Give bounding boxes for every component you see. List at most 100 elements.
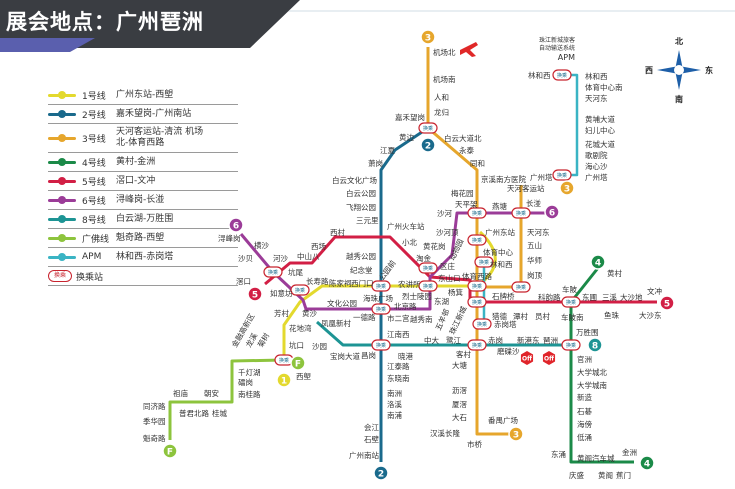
station-label[interactable]: 祖庙	[173, 388, 188, 398]
station-label[interactable]: 海心沙	[585, 161, 608, 171]
station-label[interactable]: 市二宫	[387, 313, 410, 323]
station-label[interactable]: 磨碟沙	[497, 346, 520, 356]
station-label[interactable]: 广州塔	[530, 172, 553, 182]
station-label[interactable]: 石牌桥	[492, 291, 515, 301]
station-label[interactable]: 黄村	[607, 268, 622, 278]
station-label[interactable]: 白云文化广场	[332, 175, 377, 185]
station-label[interactable]: 龙归	[434, 107, 449, 117]
station-label[interactable]: 朝安	[204, 388, 219, 398]
transfer-station-icon[interactable]	[467, 296, 487, 308]
station-label[interactable]: 体育中心	[483, 247, 513, 257]
station-label[interactable]: 燕塘	[492, 201, 507, 211]
station-label[interactable]: 大沙东	[639, 310, 662, 320]
station-label[interactable]: 长湴	[526, 198, 541, 208]
station-label[interactable]: 萧岗	[368, 158, 383, 168]
station-label[interactable]: 广州东站	[485, 227, 515, 237]
transfer-station-icon[interactable]	[290, 284, 310, 296]
transfer-station-icon[interactable]	[418, 122, 438, 134]
station-label[interactable]: 北京路	[394, 301, 417, 311]
station-label[interactable]: 西门口	[351, 279, 374, 288]
station-label[interactable]: 蕉门	[616, 470, 631, 480]
station-label[interactable]: 人和	[434, 93, 449, 102]
station-label[interactable]: 区庄	[440, 261, 455, 271]
station-label[interactable]: 石碁	[577, 406, 592, 416]
station-label[interactable]: 机场南	[433, 74, 456, 84]
station-label[interactable]: 新造	[577, 392, 592, 402]
transfer-station-icon[interactable]	[467, 207, 487, 219]
station-label[interactable]: 礌岗	[238, 378, 253, 387]
station-label[interactable]: 庆盛	[569, 470, 584, 480]
station-label[interactable]: 滘口	[236, 277, 251, 286]
transfer-station-icon[interactable]	[511, 207, 531, 219]
station-label[interactable]: 江南西	[387, 329, 410, 339]
station-label[interactable]: 河沙	[273, 254, 288, 263]
station-label[interactable]: 大沙地	[620, 292, 643, 302]
station-label[interactable]: 沥滘	[452, 386, 467, 395]
station-label[interactable]: 文化公园	[327, 298, 357, 308]
station-label[interactable]: 赤岗塔	[494, 319, 517, 329]
station-label[interactable]: 横沙	[254, 240, 269, 250]
station-label[interactable]: 琶洲	[543, 336, 558, 345]
station-label[interactable]: 中大	[424, 335, 439, 345]
station-label[interactable]: 芳村	[274, 308, 289, 318]
station-label[interactable]: 如意坊	[270, 288, 293, 298]
station-label[interactable]: 大塘	[452, 360, 467, 370]
station-label[interactable]: 黄阁汽车城	[577, 453, 615, 463]
station-label[interactable]: 金洲	[622, 447, 637, 457]
station-label[interactable]: 黄沙	[302, 308, 317, 318]
station-label[interactable]: 坑口	[289, 340, 304, 350]
station-label[interactable]: 五山	[527, 240, 542, 250]
station-label[interactable]: 西村	[330, 227, 345, 237]
station-label[interactable]: 汉溪长隆	[430, 428, 460, 438]
station-label[interactable]: 晓港	[398, 351, 413, 361]
station-label[interactable]: 同和	[470, 159, 485, 168]
station-label[interactable]: 黄边	[399, 132, 414, 142]
station-label[interactable]: 白云公园	[346, 188, 376, 198]
transfer-station-icon[interactable]	[561, 296, 581, 308]
station-label[interactable]: 东圃	[582, 292, 597, 302]
station-label[interactable]: 天河东	[527, 227, 550, 237]
station-label[interactable]: 沙园	[312, 342, 327, 351]
transfer-station-icon[interactable]	[418, 280, 438, 292]
station-label[interactable]: 桂城	[212, 408, 227, 418]
transfer-station-icon[interactable]	[552, 169, 572, 181]
station-label[interactable]: 淘金	[416, 253, 431, 263]
station-label[interactable]: 猎德	[492, 311, 507, 321]
transfer-station-icon[interactable]	[467, 234, 487, 246]
station-label[interactable]: 车陂南	[561, 312, 584, 322]
station-label[interactable]: 林和西	[585, 71, 608, 81]
station-label[interactable]: 越秀公园	[346, 251, 376, 261]
station-label[interactable]: 浔峰岗	[218, 233, 241, 243]
station-label[interactable]: 三元里	[356, 216, 379, 225]
station-label[interactable]: 烈士陵园	[402, 291, 432, 301]
station-label[interactable]: 动物园	[447, 237, 466, 262]
station-label[interactable]: 天河东	[585, 93, 608, 103]
transfer-station-icon[interactable]	[467, 280, 487, 292]
station-label[interactable]: 南桂路	[238, 389, 261, 399]
station-label[interactable]: 江泰路	[387, 361, 410, 371]
station-label[interactable]: 机场北	[433, 47, 456, 57]
station-label[interactable]: 广州南站	[349, 450, 379, 460]
station-label[interactable]: 花城大道	[585, 139, 615, 149]
station-label[interactable]: 嘉禾望岗	[395, 112, 425, 122]
station-label[interactable]: 大学城北	[577, 367, 607, 377]
station-label[interactable]: 文冲	[647, 286, 662, 296]
transfer-station-icon[interactable]	[263, 266, 283, 278]
station-label[interactable]: 洛溪	[387, 399, 402, 409]
station-label[interactable]: 沙贝	[238, 254, 253, 263]
station-label[interactable]: 一德路	[353, 312, 376, 322]
station-label[interactable]: 珠江新城	[447, 304, 469, 336]
transfer-station-icon[interactable]	[474, 256, 494, 268]
station-label[interactable]: 低涌	[577, 432, 592, 442]
station-label[interactable]: 普君北路	[179, 408, 209, 418]
station-label[interactable]: 车陂	[562, 284, 577, 294]
station-label[interactable]: 天平架	[455, 200, 478, 209]
station-label[interactable]: 岗顶	[527, 271, 542, 280]
station-label[interactable]: 海珠广场	[363, 293, 393, 303]
station-label[interactable]: 越秀南	[410, 314, 433, 324]
station-label[interactable]: 官洲	[577, 354, 592, 364]
station-label[interactable]: 中山八	[297, 251, 320, 261]
transfer-station-icon[interactable]	[472, 318, 492, 330]
station-label[interactable]: 鱼珠	[604, 310, 619, 320]
station-label[interactable]: 同济路	[143, 401, 166, 411]
